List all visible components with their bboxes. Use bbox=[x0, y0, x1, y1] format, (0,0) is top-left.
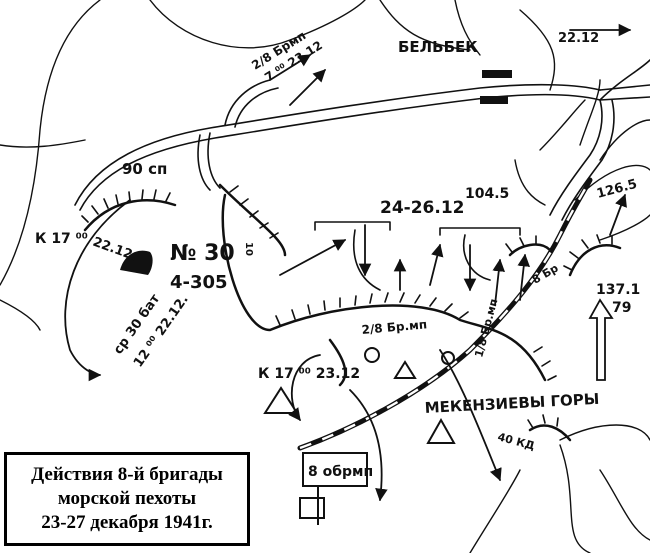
hq-flag bbox=[299, 497, 325, 519]
hq-box bbox=[302, 452, 368, 487]
rail-station-bar-2 bbox=[480, 96, 508, 104]
label-unit-1-8: 1/8 Бр.мп bbox=[472, 297, 500, 359]
label-marker-10: 10 bbox=[243, 242, 254, 256]
label-height-137-1: 137.1 bbox=[596, 282, 640, 298]
label-number-30: № 30 bbox=[170, 241, 235, 266]
coastline bbox=[0, 139, 86, 331]
label-time-k17-left: К 17 ⁰⁰ bbox=[35, 231, 88, 247]
mortar-circle-2 bbox=[441, 351, 455, 365]
railway bbox=[297, 177, 593, 451]
rail-station-bar-1 bbox=[482, 70, 512, 78]
road-network bbox=[74, 59, 650, 221]
caption-line-2: морской пехоты bbox=[57, 488, 197, 509]
mortar-circle bbox=[364, 347, 380, 363]
label-unit-8obrmp: 8 обрмп bbox=[308, 464, 373, 480]
label-mekenzievy-gory: МЕКЕНЗИЕВЫ ГОРЫ bbox=[424, 390, 599, 417]
front-line-hatches bbox=[81, 185, 613, 429]
artillery-triangle-lower bbox=[426, 417, 456, 444]
label-dates-24-26: 24-26.12 bbox=[380, 198, 465, 218]
label-belbek: БЕЛЬБЕК bbox=[398, 38, 478, 56]
bracket-marks bbox=[314, 221, 521, 291]
label-time-k17-center: К 17 ⁰⁰ 23.12 bbox=[258, 366, 360, 382]
height-marker-137 bbox=[588, 298, 614, 381]
label-unit-40: 40 КД bbox=[496, 430, 536, 452]
enemy-battery-marker bbox=[120, 250, 153, 275]
label-date-left: 22.12. bbox=[91, 235, 139, 265]
label-number-4-305: 4-305 bbox=[170, 272, 228, 293]
label-date-top-right: 22.12 bbox=[558, 31, 599, 46]
label-height-104-5: 104.5 bbox=[465, 186, 509, 202]
label-height-126-5: 126.5 bbox=[595, 177, 639, 202]
caption-line-1: Действия 8-й бригады bbox=[31, 464, 223, 485]
artillery-triangle-left bbox=[263, 386, 299, 414]
unit-symbols bbox=[120, 70, 614, 525]
front-lines bbox=[83, 183, 622, 442]
label-height-79: 79 bbox=[612, 300, 631, 316]
label-regiment-90: 90 сп bbox=[122, 160, 167, 178]
map-caption: Действия 8-й бригады морской пехоты 23-2… bbox=[4, 452, 250, 546]
caption-line-3: 23-27 декабря 1941г. bbox=[41, 512, 213, 533]
map-labels: БЕЛЬБЕК 22.12 2/8 Брмп 7 ⁰⁰ 23.12 90 сп … bbox=[35, 28, 640, 480]
label-unit-2-8-center: 2/8 Бр.мп bbox=[361, 317, 428, 337]
artillery-triangle-center bbox=[393, 360, 417, 379]
